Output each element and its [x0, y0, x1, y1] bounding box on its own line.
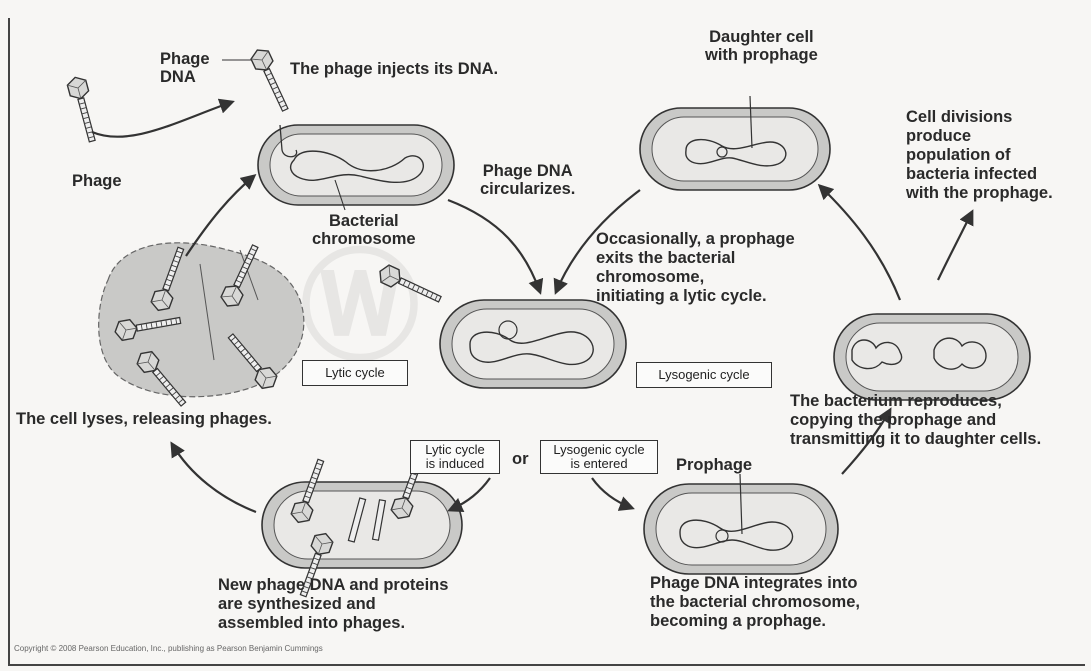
- infected-cell: [258, 125, 454, 205]
- label-occasionally: Occasionally, a prophage exits the bacte…: [596, 230, 795, 306]
- label-bacterium-reproduces: The bacterium reproduces, copying the pr…: [790, 392, 1041, 449]
- daughter-cell: [640, 96, 830, 190]
- label-cell-lyses: The cell lyses, releasing phages.: [16, 410, 272, 428]
- box-lysogenic-entered: Lysogenic cycle is entered: [540, 440, 658, 474]
- arrow-phage-to-cell: [92, 102, 232, 137]
- arrow-circularize: [448, 200, 540, 292]
- label-integrates: Phage DNA integrates into the bacterial …: [650, 574, 860, 631]
- label-cell-divisions: Cell divisions produce population of bac…: [906, 108, 1053, 203]
- label-bacterial-chromosome: Bacterial chromosome: [312, 212, 416, 248]
- label-inject: The phage injects its DNA.: [290, 60, 498, 78]
- assembly-cell: [262, 482, 462, 568]
- exiting-phage: [376, 263, 444, 308]
- box-lytic-induced: Lytic cycle is induced: [410, 440, 500, 474]
- label-phage-dna: Phage DNA: [160, 50, 210, 86]
- box-lysogenic-cycle: Lysogenic cycle: [636, 362, 772, 388]
- dividing-cell: [834, 314, 1030, 400]
- label-or: or: [512, 450, 529, 468]
- label-phage: Phage: [72, 172, 122, 190]
- copyright-notice: Copyright © 2008 Pearson Education, Inc.…: [14, 644, 323, 653]
- injecting-phage: [249, 46, 294, 114]
- arrow-to-lysis: [172, 444, 256, 512]
- label-daughter-cell: Daughter cell with prophage: [705, 28, 818, 64]
- label-new-phage-dna: New phage DNA and proteins are synthesiz…: [218, 576, 448, 633]
- box-lytic-cycle: Lytic cycle: [302, 360, 408, 386]
- center-cell: [440, 300, 626, 388]
- label-prophage: Prophage: [676, 456, 752, 474]
- arrow-cell-divisions: [938, 212, 972, 280]
- arrow-to-daughter-cell: [820, 186, 900, 300]
- arrow-lysogenic-entered: [592, 478, 632, 508]
- prophage-cell: [644, 474, 838, 574]
- label-circularizes: Phage DNA circularizes.: [480, 162, 575, 198]
